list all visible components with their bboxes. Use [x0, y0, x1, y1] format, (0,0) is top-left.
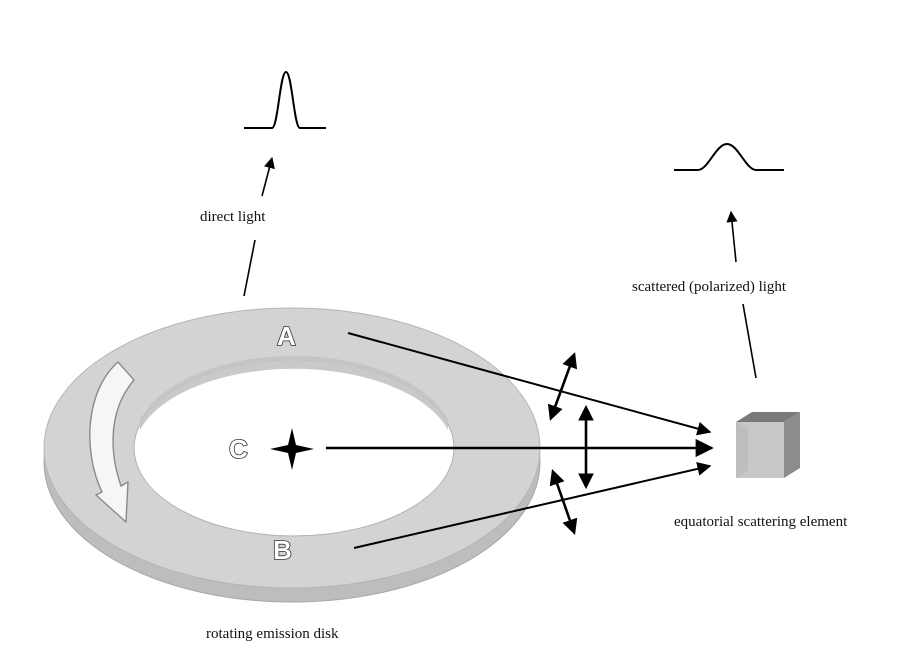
scattered-light-profile-icon: [674, 142, 784, 171]
point-b-label: B: [273, 535, 292, 565]
star-source-icon: [270, 428, 314, 470]
polarization-arrow-icon-top: [547, 352, 578, 421]
emission-disk: [43, 307, 541, 603]
scattering-cube-icon: [736, 412, 800, 478]
rotation-arrow-icon: [89, 361, 135, 523]
direct-light-label: direct light: [200, 209, 266, 225]
point-a-label: A: [277, 321, 296, 351]
scattered-light-label: scattered (polarized) light: [632, 279, 787, 295]
point-c-label: C: [229, 434, 248, 464]
scattered-light-arrow: [726, 210, 738, 263]
direct-light-stem: [243, 239, 256, 297]
scattering-element-label: equatorial scattering element: [674, 514, 848, 530]
scattered-light-stem: [742, 303, 757, 379]
direct-light-profile-icon: [244, 70, 326, 129]
disk-inner-wall: [140, 355, 448, 430]
emission-disk-label: rotating emission disk: [206, 626, 339, 642]
ray-from-b: [353, 462, 712, 549]
polarization-arrow-icon-bottom: [549, 469, 578, 535]
ray-from-a: [347, 332, 712, 436]
direct-light-arrow: [261, 156, 275, 197]
